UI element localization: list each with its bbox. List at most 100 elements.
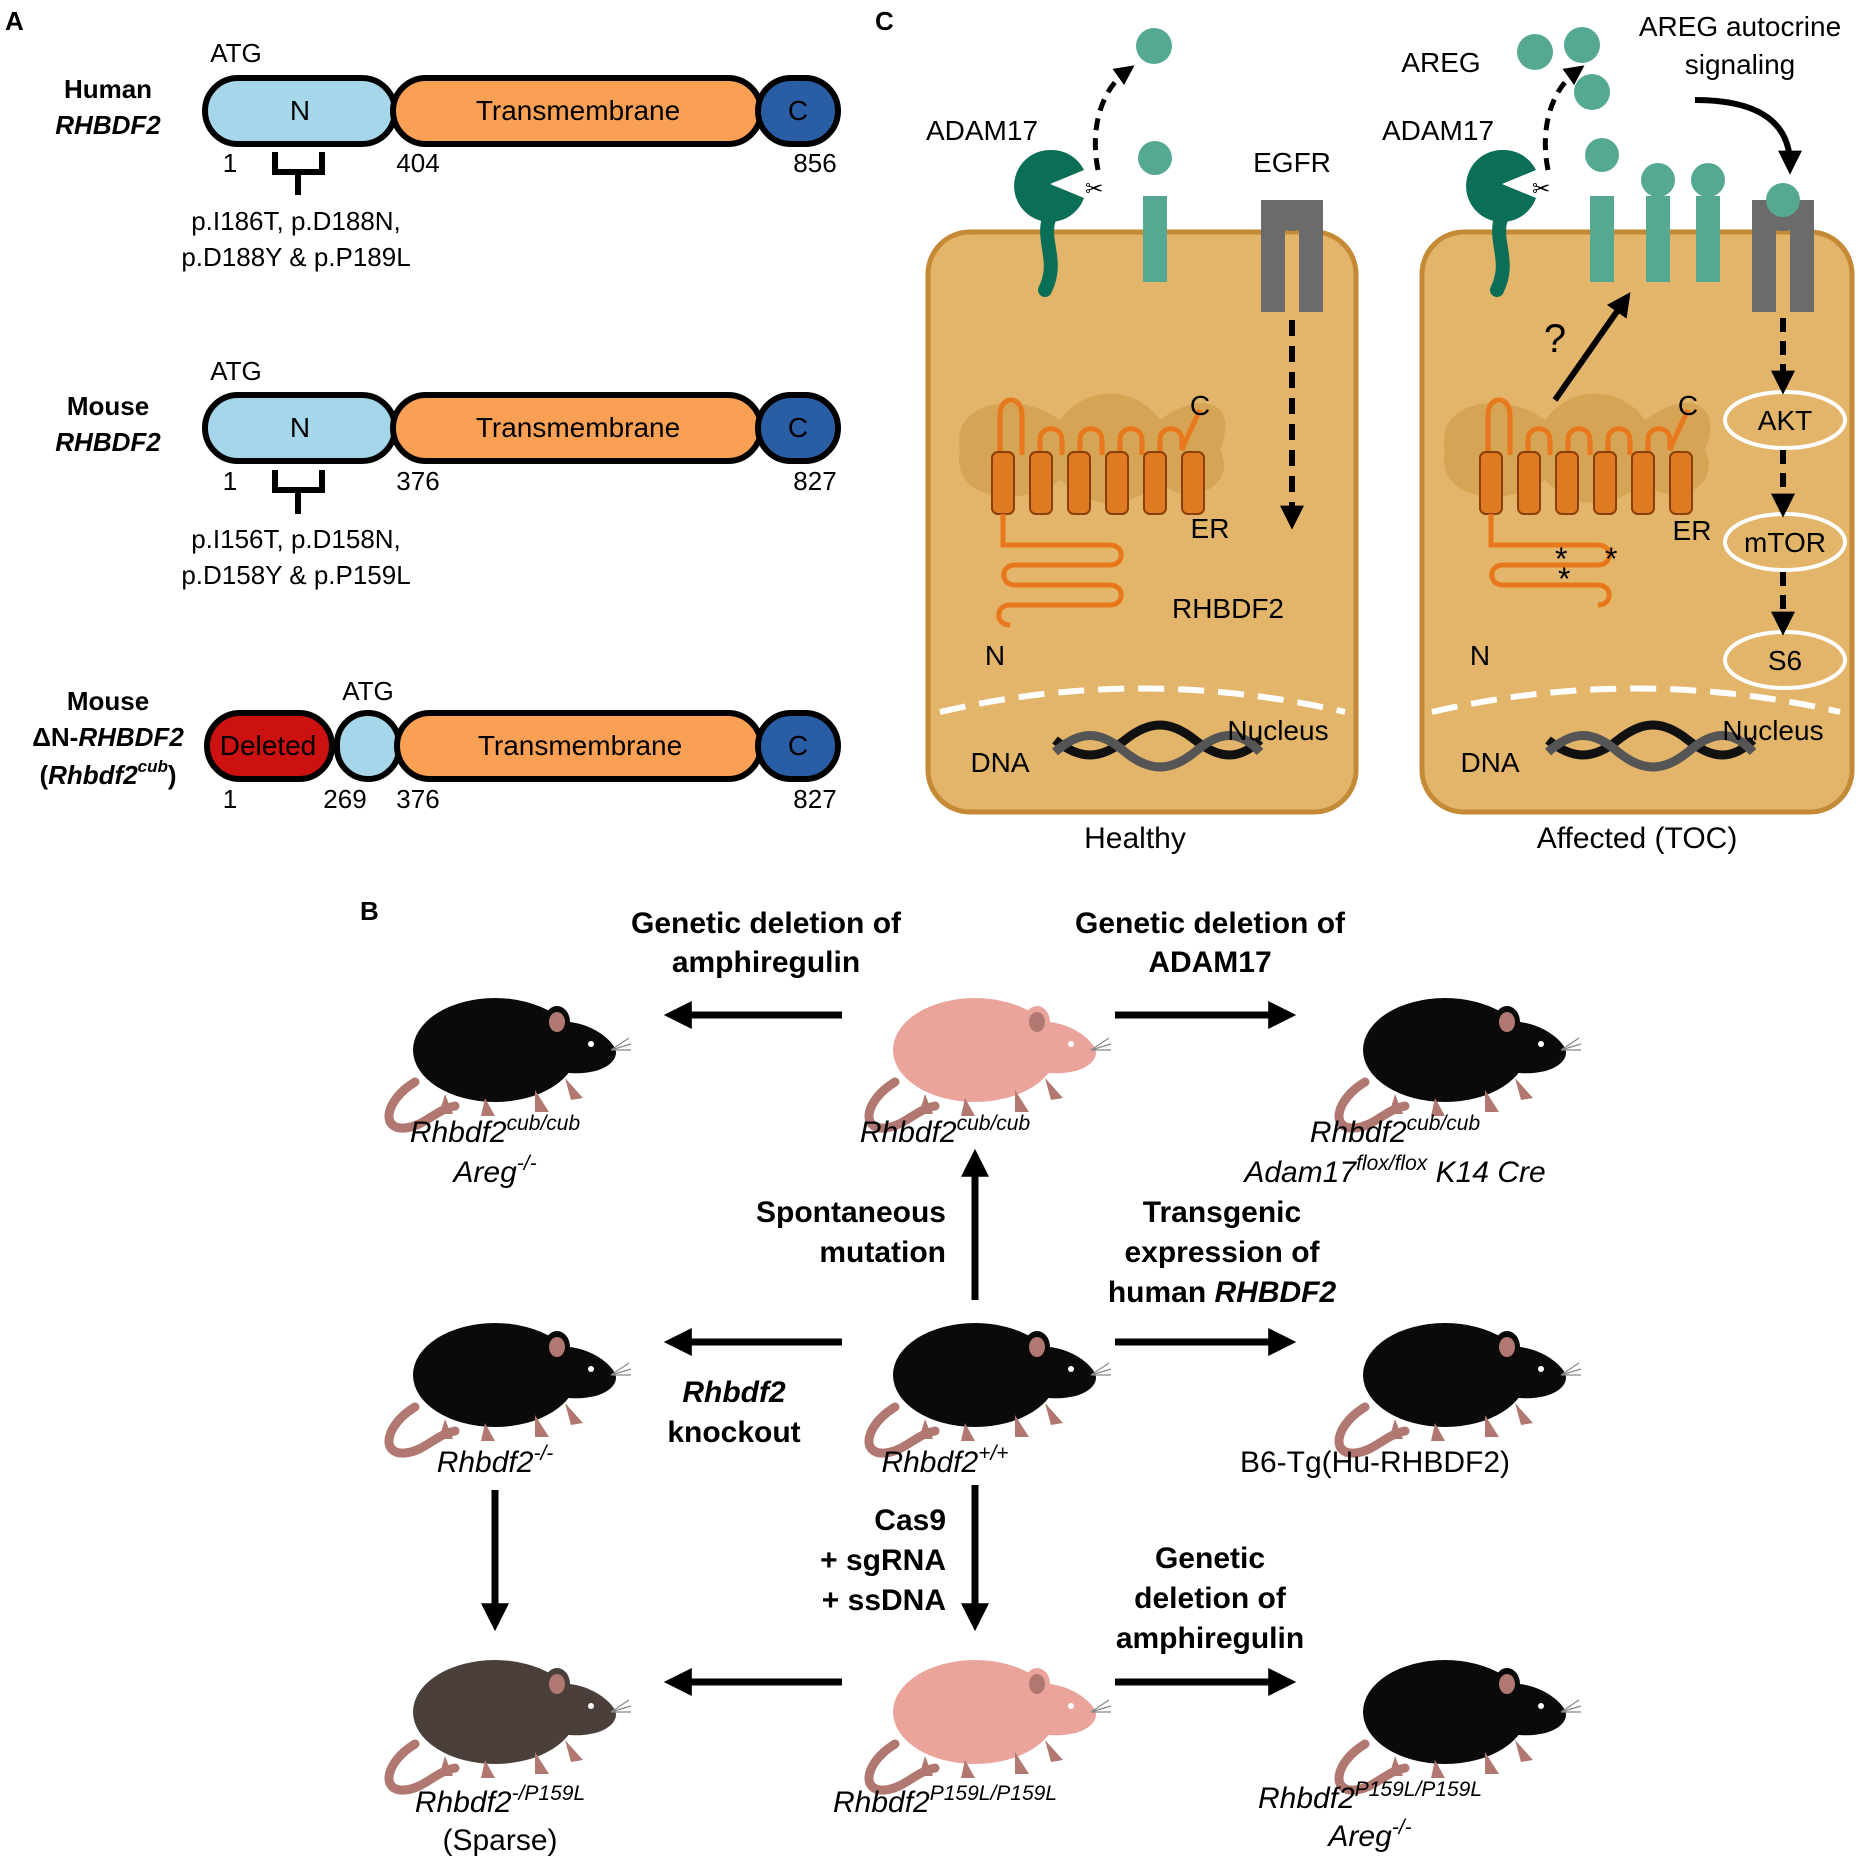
dna-strand-1	[1545, 720, 1757, 760]
svg-text:Rhbdf2P159L/P159L: Rhbdf2P159L/P159L	[833, 1782, 1057, 1819]
c-domain	[755, 710, 841, 782]
mutations-line2: p.D188Y & p.P189L	[181, 242, 410, 272]
n-terminal-tail	[1488, 514, 1612, 608]
label-down-3: + ssDNA	[822, 1584, 946, 1617]
areg-ligand	[1585, 138, 1619, 172]
svg-text:Areg-/-: Areg-/-	[451, 1152, 536, 1189]
mutation-bracket	[272, 152, 325, 195]
akt-label: AKT	[1758, 405, 1812, 436]
s6-label: S6	[1768, 645, 1802, 676]
pos-start: 1	[223, 466, 237, 496]
label-mid-left-2: knockout	[667, 1416, 800, 1449]
panel-c-label: C	[875, 6, 894, 36]
label-up-2: mutation	[819, 1236, 946, 1269]
areg-precursor	[1143, 196, 1167, 282]
label-top-right-1: Genetic deletion of	[1075, 907, 1346, 940]
rhbdf2-mutant-protein: * * *	[1479, 397, 1693, 608]
mouse-black-icon	[1339, 1660, 1581, 1790]
atg-label: ATG	[342, 676, 394, 706]
areg-released	[1517, 34, 1553, 70]
mouse-nude-icon	[869, 998, 1111, 1128]
mutations-line1: p.I186T, p.D188N,	[191, 206, 401, 236]
c-label: C	[788, 730, 808, 761]
adam17-label: ADAM17	[926, 115, 1038, 146]
genotype-top-center: Rhbdf2cub/cub	[860, 1112, 1031, 1149]
c-domain	[755, 392, 841, 464]
tm-label: Transmembrane	[478, 730, 682, 761]
dna-label: DNA	[1460, 747, 1519, 778]
pos-end: 827	[793, 784, 836, 814]
svg-text:Rhbdf2P159L/P159L: Rhbdf2P159L/P159L	[1258, 1778, 1482, 1815]
areg-ligand	[1138, 141, 1172, 175]
pos-start: 1	[223, 784, 237, 814]
areg-released	[1574, 74, 1610, 110]
mouse-black-icon	[389, 998, 631, 1128]
adam17-stalk	[1038, 209, 1058, 297]
tm-label: Transmembrane	[476, 412, 680, 443]
areg-ligand	[1641, 163, 1675, 197]
svg-text:Rhbdf2cub/cub: Rhbdf2cub/cub	[410, 1112, 581, 1149]
label-top-left-1: Genetic deletion of	[631, 907, 902, 940]
dna-strand-2	[1545, 731, 1757, 772]
panel-a-label: A	[5, 6, 24, 36]
svg-text:Rhbdf2cub/cub: Rhbdf2cub/cub	[1310, 1112, 1481, 1149]
deleted-label: Deleted	[220, 730, 317, 761]
label-mid-right-2: expression of	[1124, 1236, 1320, 1269]
label-bot-right-2: deletion of	[1134, 1582, 1287, 1615]
mutation-star: *	[1605, 541, 1617, 577]
release-arrow	[1092, 65, 1135, 171]
c-label: C	[788, 412, 808, 443]
caption-affected: Affected (TOC)	[1537, 822, 1738, 855]
protein-c-label: C	[1190, 390, 1210, 421]
species-label: Mouse	[67, 391, 149, 421]
label-bot-right-1: Genetic	[1155, 1542, 1265, 1575]
pos-mid: 404	[396, 148, 439, 178]
gene-label: RHBDF2	[55, 110, 161, 140]
species-label: Mouse	[67, 686, 149, 716]
loops	[997, 397, 1203, 455]
construct-mouse: Mouse RHBDF2 ATG N Transmembrane C 1 376…	[55, 356, 841, 590]
label-mid-right-1: Transgenic	[1143, 1196, 1301, 1229]
adam17-icon	[1014, 149, 1084, 222]
pos-mid: 376	[396, 466, 439, 496]
release-arrow	[1542, 65, 1585, 171]
nuclear-envelope	[1431, 685, 1841, 715]
svg-text:Rhbdf2-/P159L: Rhbdf2-/P159L	[415, 1782, 585, 1819]
scissors-icon: ✂	[1085, 176, 1103, 201]
genotype-top-left: Rhbdf2cub/cub Areg-/-	[410, 1112, 581, 1189]
mouse-nude-icon	[869, 1660, 1111, 1790]
mutations-line1: p.I156T, p.D158N,	[191, 524, 401, 554]
areg-label: AREG	[1401, 47, 1480, 78]
er-label: ER	[1191, 513, 1230, 544]
rhbdf2-label: RHBDF2	[1172, 593, 1284, 624]
panel-b-label: B	[360, 896, 379, 926]
mutation-star: *	[1555, 541, 1567, 577]
pos-atg: 269	[323, 784, 366, 814]
label-mid-right-3: human RHBDF2	[1108, 1276, 1337, 1309]
areg-precursor	[1646, 196, 1670, 282]
autocrine-arrow	[1694, 97, 1802, 175]
genotype-mid-left: Rhbdf2-/-	[437, 1442, 554, 1479]
nucleus-label: Nucleus	[1227, 715, 1328, 746]
label-mid-left-1: Rhbdf2	[682, 1376, 786, 1409]
svg-text:(Sparse): (Sparse)	[442, 1824, 557, 1857]
construct-mouse-delta-n: Mouse ΔN-RHBDF2 (Rhbdf2cub) ATG Deleted …	[32, 676, 841, 814]
cell-body	[925, 229, 1359, 815]
genotype-mid-right: B6-Tg(Hu-RHBDF2)	[1240, 1446, 1510, 1479]
n-label: N	[290, 412, 310, 443]
areg-released	[1136, 28, 1172, 64]
deleted-domain	[204, 710, 335, 782]
autocrine-line1: AREG autocrine	[1639, 11, 1841, 42]
label-top-left-2: amphiregulin	[672, 946, 860, 979]
egfr-pocket	[1261, 200, 1323, 231]
nucleus-label: Nucleus	[1722, 715, 1823, 746]
areg-precursor	[1590, 196, 1614, 282]
pos-end: 856	[793, 148, 836, 178]
scissors-icon: ✂	[1532, 176, 1550, 201]
nuclear-envelope	[939, 685, 1346, 715]
svg-text:Rhbdf2-/-: Rhbdf2-/-	[437, 1442, 554, 1479]
n-label: N	[290, 95, 310, 126]
species-label: Human	[64, 74, 152, 104]
mutation-bracket	[272, 470, 325, 514]
